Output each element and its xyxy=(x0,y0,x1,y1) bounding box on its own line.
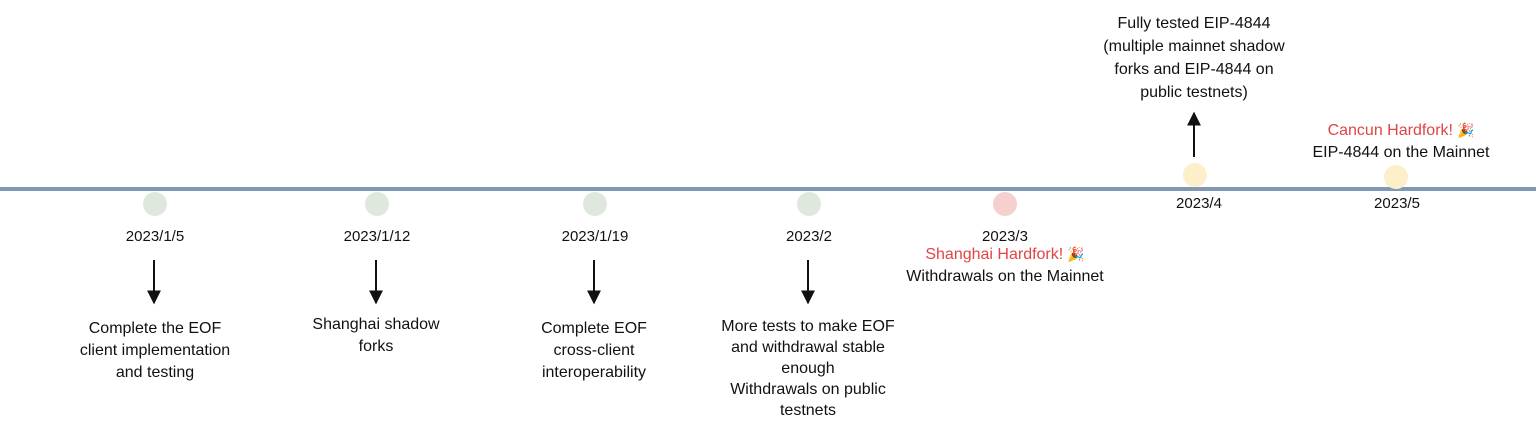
party-popper-icon: 🎉 xyxy=(1067,246,1085,262)
milestone-description: Complete the EOF client implementation a… xyxy=(79,320,231,381)
party-popper-icon: 🎉 xyxy=(1456,122,1475,138)
milestone-dot-6 xyxy=(1183,163,1207,187)
milestone-dot-2 xyxy=(365,192,389,216)
milestone-dot-7 xyxy=(1384,165,1408,189)
milestone-dot-4 xyxy=(797,192,821,216)
timeline-axis xyxy=(0,187,1536,191)
milestone-description: More tests to make EOF and withdrawal st… xyxy=(721,318,895,419)
date-label: 2023/2 xyxy=(786,228,832,245)
date-label: 2023/1/5 xyxy=(125,228,185,245)
milestone-description: Shanghai shadow forks xyxy=(312,316,440,355)
date-label: 2023/1/12 xyxy=(343,228,411,245)
date-label: 2023/5 xyxy=(1374,195,1420,212)
hardfork-note: Cancun Hardfork!🎉 EIP-4844 on the Mainne… xyxy=(1312,122,1490,161)
date-label: 2023/4 xyxy=(1176,195,1222,212)
milestone-description: Fully tested EIP-4844 (multiple mainnet … xyxy=(1103,15,1285,101)
hardfork-title: Shanghai Hardfork! xyxy=(925,246,1064,263)
milestone-dot-1 xyxy=(143,192,167,216)
date-label: 2023/1/19 xyxy=(561,228,629,245)
milestone-description: Complete EOF cross-client interoperabili… xyxy=(541,320,647,381)
milestone-dot-5 xyxy=(993,192,1017,216)
hardfork-title: Cancun Hardfork! xyxy=(1327,122,1453,139)
date-label: 2023/3 xyxy=(982,228,1028,245)
milestone-dot-3 xyxy=(583,192,607,216)
hardfork-note: Shanghai Hardfork!🎉 Withdrawals on the M… xyxy=(906,246,1104,285)
